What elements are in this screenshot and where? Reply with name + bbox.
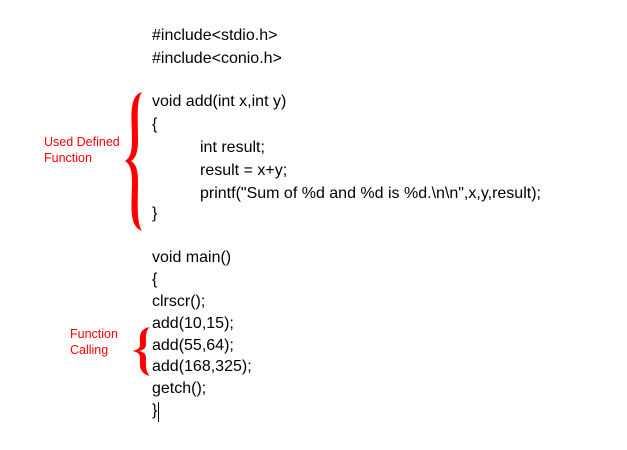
code-line-add-call-2: add(55,64); <box>152 337 234 354</box>
code-line-open-brace: { <box>152 116 158 133</box>
code-line-main-open-brace: { <box>152 271 158 288</box>
code-line-printf: printf("Sum of %d and %d is %d.\n\n",x,y… <box>200 185 541 202</box>
code-line-main-close-brace: } <box>152 402 158 419</box>
code-line-clrscr: clrscr(); <box>152 293 206 310</box>
code-line-declare-result: int result; <box>200 139 265 156</box>
code-line-add-signature: void add(int x,int y) <box>152 93 287 110</box>
label-line: Function <box>44 151 92 165</box>
udf-brace <box>125 92 142 231</box>
code-line-close-brace: } <box>152 205 158 222</box>
label-line: Function <box>70 327 118 341</box>
code-line-include-conio: #include<conio.h> <box>152 50 282 67</box>
label-line: Used Defined <box>44 135 120 149</box>
label-line: Calling <box>70 343 109 357</box>
text-cursor <box>158 402 159 422</box>
code-line-add-call-3: add(168,325); <box>152 358 252 375</box>
code-line-add-call-1: add(10,15); <box>152 315 234 332</box>
label-used-defined-function: Used Defined Function <box>44 134 120 166</box>
call-brace <box>132 327 150 376</box>
code-line-include-stdio: #include<stdio.h> <box>152 27 278 44</box>
code-line-getch: getch(); <box>152 380 207 397</box>
label-function-calling: Function Calling <box>70 326 118 358</box>
code-line-assign-result: result = x+y; <box>200 162 288 179</box>
code-line-main-signature: void main() <box>152 249 232 266</box>
